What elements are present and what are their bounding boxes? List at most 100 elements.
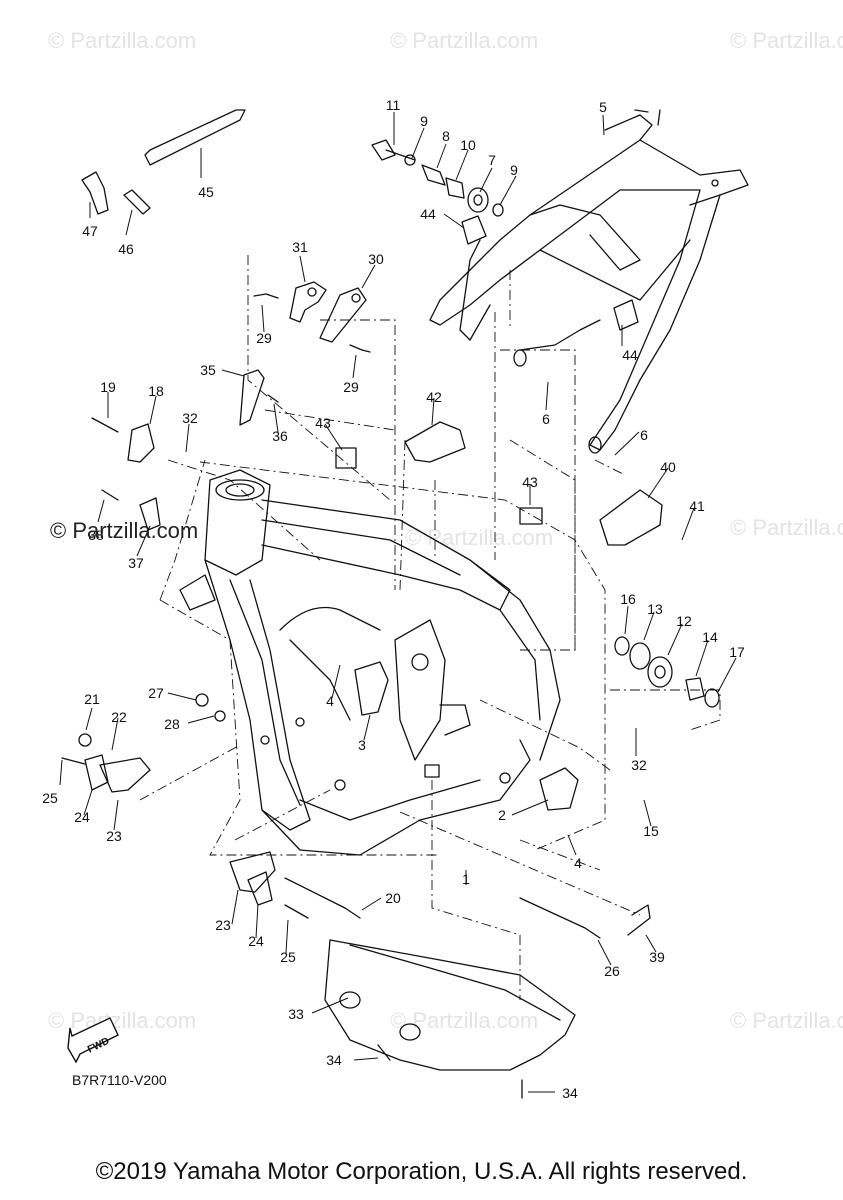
skid-plate-part-33 <box>324 939 576 1071</box>
bolt-part-34a <box>377 1044 391 1061</box>
callout-12: 12 <box>676 613 692 629</box>
callout-leader-lines <box>59 112 737 1093</box>
callout-24a: 24 <box>74 809 90 825</box>
callout-2: 2 <box>498 807 506 823</box>
wire-part-19 <box>91 417 119 433</box>
callout-35: 35 <box>200 362 216 378</box>
callout-21: 21 <box>84 691 100 707</box>
clip-44-upper <box>461 215 487 245</box>
guard-part-40 <box>599 489 663 546</box>
callout-17: 17 <box>729 644 745 660</box>
bracket-part-37 <box>139 497 161 531</box>
watermark-bottom-center: © Partzilla.com <box>390 1008 539 1033</box>
bolt-29a <box>253 293 279 299</box>
bolt-part-25a <box>61 757 86 765</box>
washer-part-28 <box>214 710 226 722</box>
bracket-part-3 <box>354 661 389 716</box>
copyright-notice: ©2019 Yamaha Motor Corporation, U.S.A. A… <box>95 1158 748 1185</box>
callout-30: 30 <box>368 251 384 267</box>
callout-6b: 6 <box>640 427 648 443</box>
callout-42: 42 <box>426 389 442 405</box>
callout-34a: 34 <box>326 1052 342 1068</box>
callout-1: 1 <box>462 871 470 887</box>
callout-45: 45 <box>198 184 214 200</box>
callout-23b: 23 <box>215 917 231 933</box>
bracket-part-24b <box>247 871 273 906</box>
watermark-top-right: © Partzilla.com <box>730 28 843 53</box>
clip-part-39 <box>627 904 651 936</box>
callout-18: 18 <box>148 383 164 399</box>
callout-9b: 9 <box>510 162 518 178</box>
label-part-43a <box>335 447 357 469</box>
watermark-bottom-right: © Partzilla.com <box>730 1008 843 1033</box>
clip-part-35 <box>239 369 265 426</box>
callout-47: 47 <box>82 223 98 239</box>
callout-15: 15 <box>643 823 659 839</box>
bolt-29b <box>349 344 371 353</box>
long-bolt-part-26 <box>519 897 601 939</box>
callout-46: 46 <box>118 241 134 257</box>
callout-36: 36 <box>272 428 288 444</box>
callout-41: 41 <box>689 498 705 514</box>
callout-44b: 44 <box>622 347 638 363</box>
bracket-part-23b <box>229 851 276 893</box>
bracket-part-18 <box>127 423 155 463</box>
bracket-part-2 <box>539 767 579 811</box>
callout-43b: 43 <box>522 474 538 490</box>
bolt-part-47 <box>81 171 109 215</box>
bolt-part-36 <box>267 394 279 403</box>
watermark-bottom-left: © Partzilla.com <box>48 1008 197 1033</box>
callout-11: 11 <box>386 97 401 113</box>
bolt-part-38 <box>101 489 119 501</box>
bolt-part-25b <box>284 904 309 919</box>
callout-19: 19 <box>100 379 116 395</box>
callout-5: 5 <box>599 99 607 115</box>
callout-26: 26 <box>604 963 620 979</box>
callout-9a: 9 <box>420 113 428 129</box>
bracket-part-31 <box>289 281 327 323</box>
bracket-part-22 <box>99 757 151 793</box>
bracket-part-30 <box>319 287 367 343</box>
callout-14: 14 <box>702 629 718 645</box>
watermark-top-left: © Partzilla.com <box>48 28 197 53</box>
rear-subframe-bolt-stack <box>371 139 504 217</box>
callout-10: 10 <box>460 137 476 153</box>
callout-32b: 32 <box>631 757 647 773</box>
washer-part-21 <box>78 733 92 747</box>
label-part-43b <box>519 507 543 525</box>
guide-part-42 <box>404 421 466 463</box>
watermark-top-center: © Partzilla.com <box>390 28 539 53</box>
watermark-mid-right: © Partzilla.com <box>730 515 843 540</box>
callout-38: 38 <box>88 527 104 543</box>
callout-44a: 44 <box>420 206 436 222</box>
diagram-code: B7R7110-V200 <box>72 1072 167 1088</box>
pivot-bushing-stack <box>614 636 720 708</box>
tool-part-45 <box>144 109 246 166</box>
callout-43a: 43 <box>315 415 331 431</box>
bracket-part-24a <box>84 754 109 791</box>
callout-8: 8 <box>442 128 450 144</box>
callout-23a: 23 <box>106 828 122 844</box>
main-frame-part-1 <box>179 469 561 856</box>
long-bolt-part-20 <box>284 877 361 919</box>
callout-29b: 29 <box>343 379 359 395</box>
rear-subframe-part-5 <box>429 109 749 454</box>
callout-24b: 24 <box>248 933 264 949</box>
callout-37: 37 <box>128 555 144 571</box>
callout-31: 31 <box>292 239 308 255</box>
bolt-part-46 <box>123 189 151 215</box>
callout-39: 39 <box>649 949 665 965</box>
callout-27: 27 <box>148 685 164 701</box>
callout-33: 33 <box>288 1006 304 1022</box>
callout-4a: 4 <box>326 693 334 709</box>
callout-6a: 6 <box>542 411 550 427</box>
callout-7: 7 <box>488 152 496 168</box>
callout-20: 20 <box>385 890 401 906</box>
callout-32a: 32 <box>182 410 198 426</box>
fwd-arrow: FWD <box>67 1017 119 1064</box>
callout-25b: 25 <box>280 949 296 965</box>
watermark-left-overlay: © Partzilla.com <box>50 518 199 543</box>
callout-34b: 34 <box>562 1085 578 1101</box>
callout-28: 28 <box>164 716 180 732</box>
